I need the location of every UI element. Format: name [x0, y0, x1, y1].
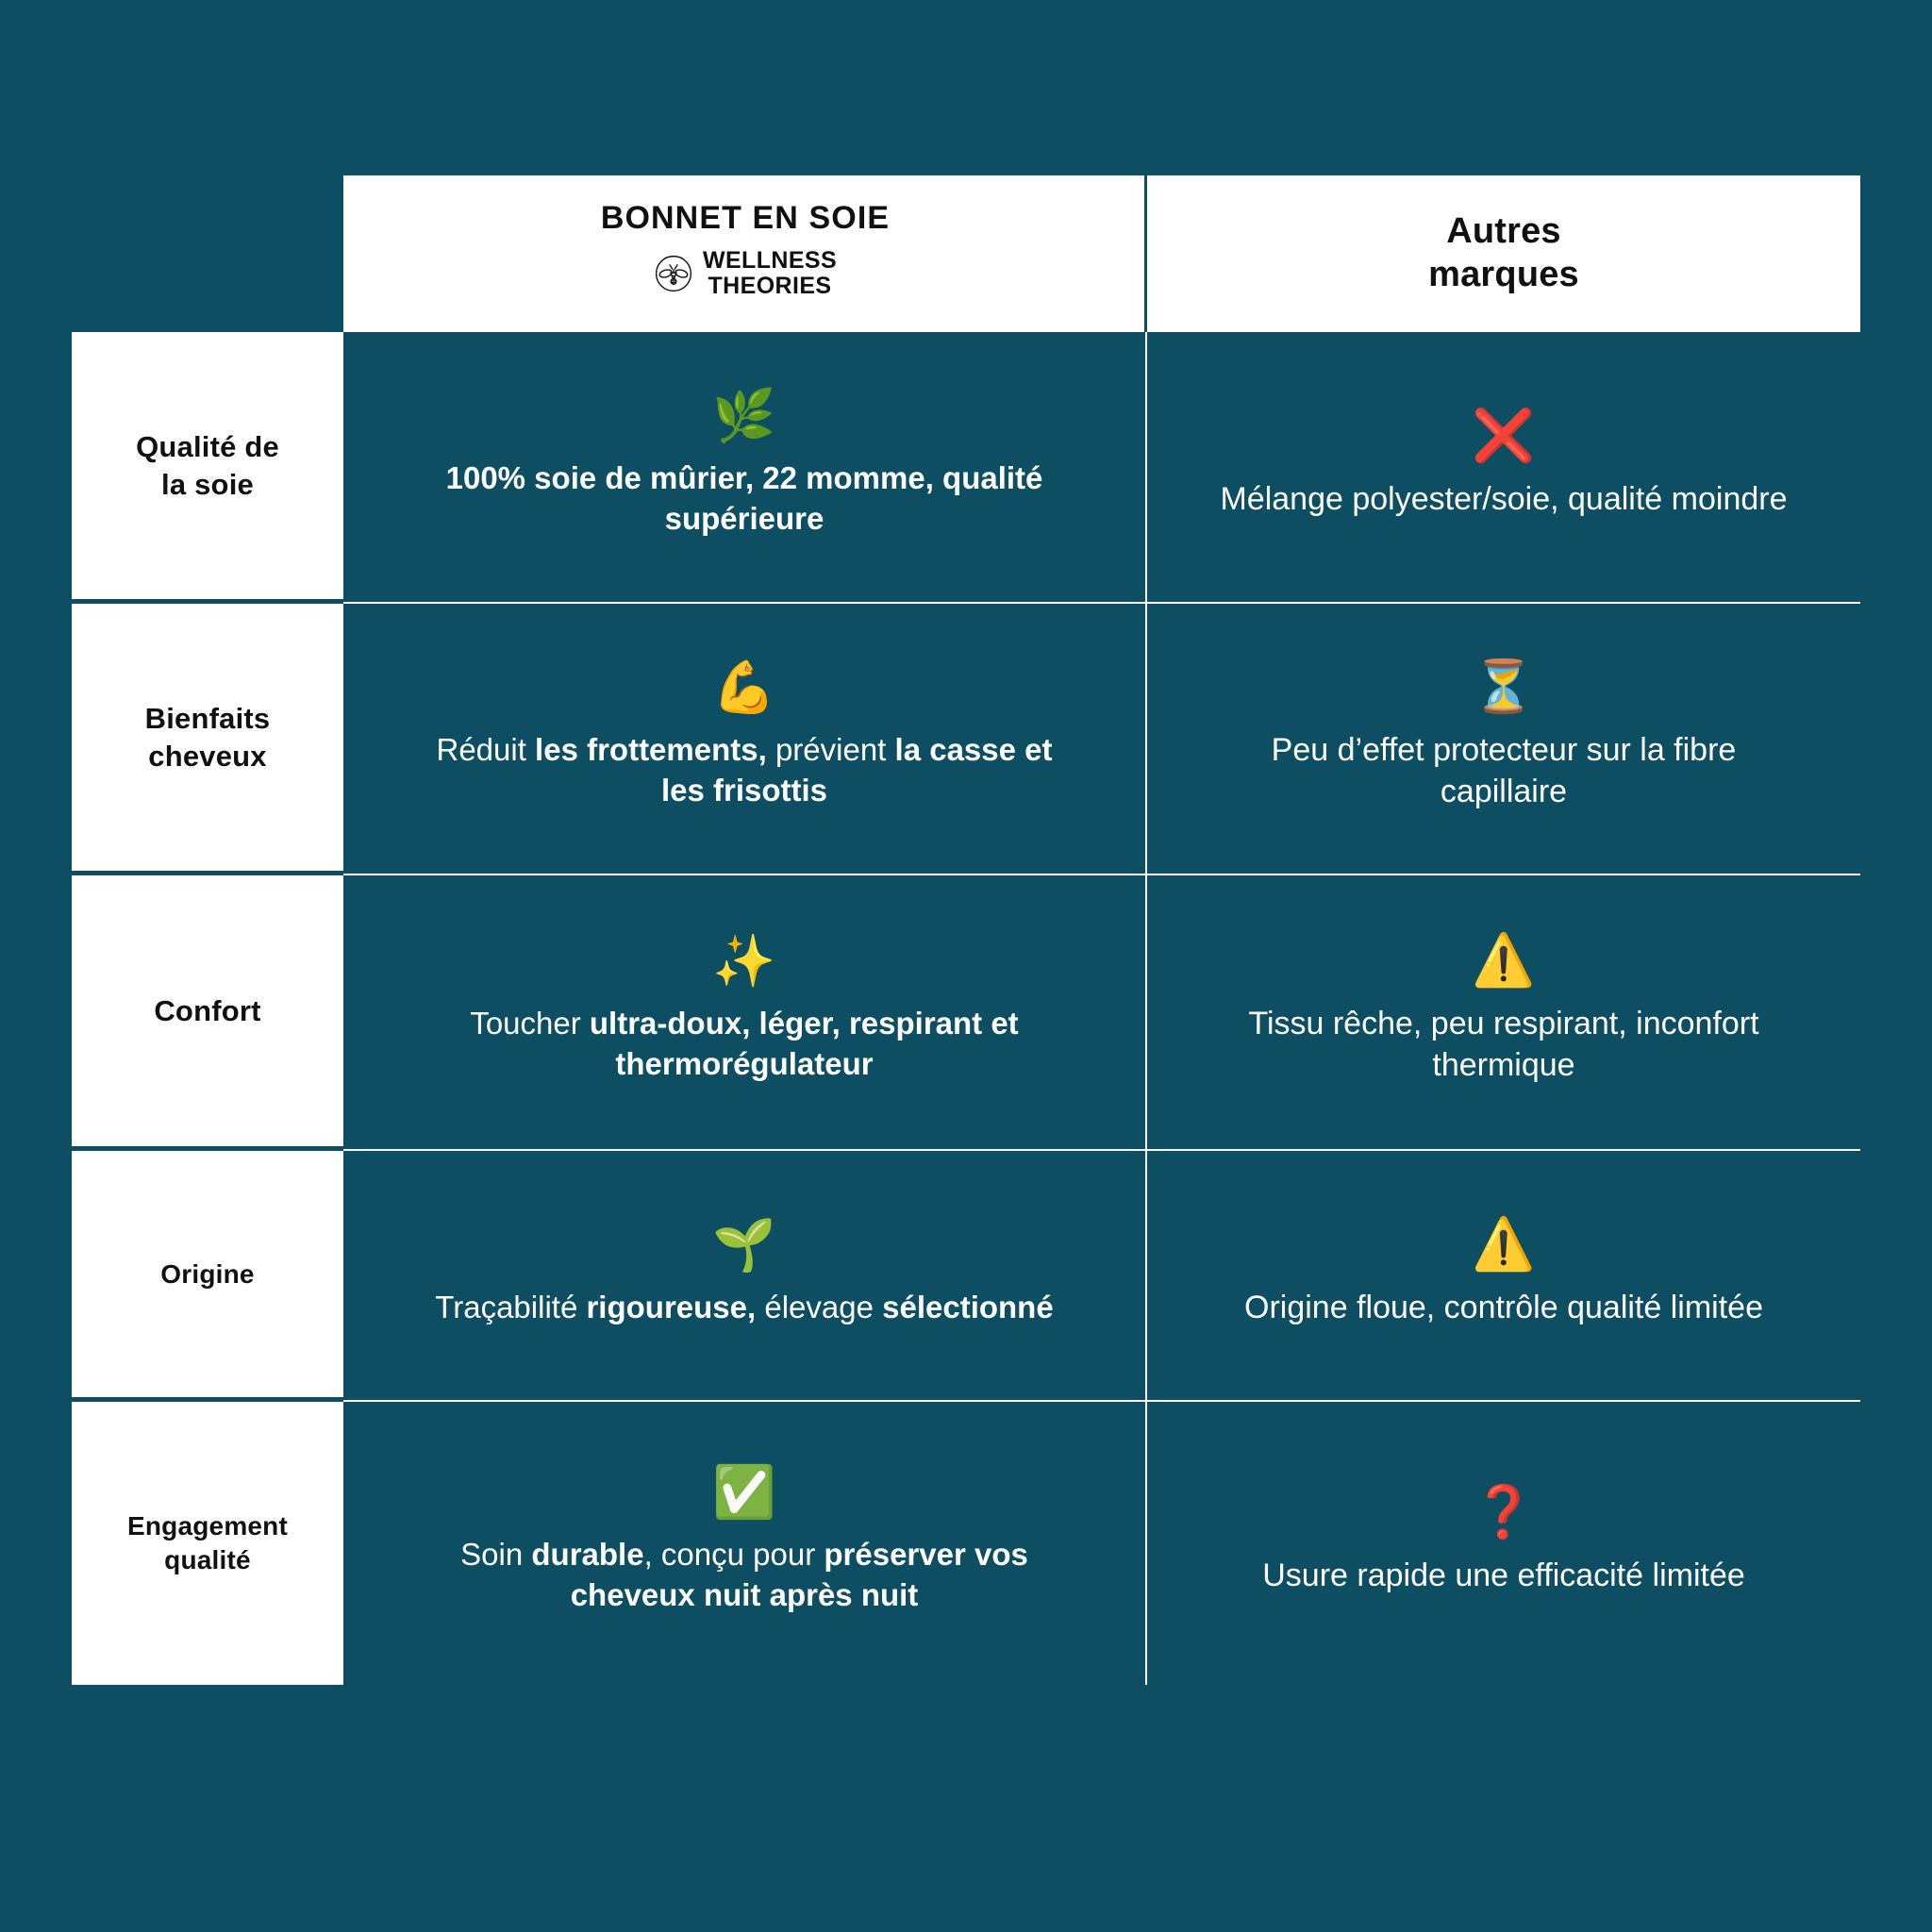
cell-other-text: Origine floue, contrôle qualité limitée [1244, 1289, 1763, 1325]
cell-other-text: Usure rapide une efficacité limitée [1262, 1557, 1745, 1593]
row-label-line1: Qualité de [136, 429, 279, 463]
herb-icon: 🌿 [712, 388, 776, 445]
brand-wordmark: WELLNESS THEORIES [703, 248, 837, 299]
header-other-column: Autres marques [1147, 175, 1860, 332]
header-column-divider [1144, 175, 1148, 332]
cell-other-qualite-de-la-soie: ❌ Mélange polyester/soie, qualité moindr… [1147, 332, 1860, 604]
sparkles-icon: ✨ [712, 933, 776, 991]
cell-other-engagement-qualite: ❓ Usure rapide une efficacité limitée [1147, 1402, 1860, 1685]
comparison-table: BONNET EN SOIE WE [72, 175, 1860, 1707]
row-label-line1: Bienfaits [144, 701, 271, 735]
cell-brand-text: 100% soie de mûrier, 22 momme, qualité s… [445, 460, 1043, 536]
row-label-text: Qualité de la soie [136, 428, 279, 503]
red-cross-icon: ❌ [1472, 407, 1536, 464]
hourglass-icon: ⏳ [1472, 658, 1536, 715]
row-label-engagement-qualite: Engagement qualité [72, 1402, 343, 1685]
seedling-icon: 🌱 [712, 1216, 776, 1274]
row-label-origine: Origine [72, 1151, 343, 1402]
cell-brand-qualite-de-la-soie: 🌿 100% soie de mûrier, 22 momme, qualité… [343, 332, 1147, 604]
header-other-line2: marques [1428, 255, 1579, 294]
flexed-biceps-icon: 💪 [712, 659, 776, 717]
cell-other-origine: ⚠️ Origine floue, contrôle qualité limit… [1147, 1151, 1860, 1402]
brand-wordmark-line2: THEORIES [708, 273, 832, 300]
row-label-confort: Confort [72, 875, 343, 1151]
cell-other-confort: ⚠️ Tissu rêche, peu respirant, inconfort… [1147, 875, 1860, 1151]
red-question-mark-icon: ❓ [1472, 1483, 1536, 1541]
check-mark-button-icon: ✅ [712, 1464, 776, 1522]
brand-logo-lockup: WELLNESS THEORIES [654, 248, 837, 299]
row-label-line2: la soie [161, 467, 254, 501]
row-label-text: Confort [154, 992, 260, 1030]
row-label-line1: Confort [154, 993, 261, 1027]
row-label-qualite-de-la-soie: Qualité de la soie [72, 332, 343, 604]
warning-icon: ⚠️ [1472, 1215, 1536, 1273]
header-corner-spacer [72, 175, 343, 332]
bee-circle-icon [654, 254, 693, 293]
cell-brand-origine: 🌱 Traçabilité rigoureuse, élevage sélect… [343, 1151, 1147, 1402]
row-label-text: Origine [160, 1257, 254, 1291]
cell-brand-bienfaits-cheveux: 💪 Réduit les frottements, prévient la ca… [343, 604, 1147, 875]
header-other-line1: Autres [1446, 211, 1561, 252]
cell-brand-engagement-qualite: ✅ Soin durable, conçu pour préserver vos… [343, 1402, 1147, 1685]
row-label-line1: Engagement [126, 1511, 289, 1541]
warning-icon: ⚠️ [1472, 931, 1536, 989]
header-other-title: Autres marques [1428, 210, 1579, 296]
cell-other-text: Mélange polyester/soie, qualité moindre [1220, 480, 1788, 517]
cell-other-text: Peu d’effet protecteur sur la fibre capi… [1271, 731, 1737, 809]
row-label-bienfaits-cheveux: Bienfaits cheveux [72, 604, 343, 875]
header-brand-column: BONNET EN SOIE WE [343, 175, 1148, 332]
cell-other-text: Tissu rêche, peu respirant, inconfort th… [1248, 1005, 1759, 1083]
row-label-text: Engagement qualité [127, 1509, 288, 1577]
cell-brand-confort: ✨ Toucher ultra-doux, léger, respirant e… [343, 875, 1147, 1151]
cell-brand-text: Réduit les frottements, prévient la cass… [436, 732, 1053, 808]
cell-brand-text: Toucher ultra-doux, léger, respirant et … [470, 1006, 1019, 1081]
brand-wordmark-line1: WELLNESS [702, 247, 838, 275]
cell-brand-text: Traçabilité rigoureuse, élevage sélectio… [435, 1289, 1054, 1324]
row-label-line1: Origine [160, 1258, 255, 1289]
row-label-line2: qualité [164, 1545, 251, 1574]
row-label-text: Bienfaits cheveux [145, 700, 271, 774]
cell-other-bienfaits-cheveux: ⏳ Peu d’effet protecteur sur la fibre ca… [1147, 604, 1860, 875]
row-label-line2: cheveux [148, 739, 267, 773]
brand-title: BONNET EN SOIE [600, 200, 891, 236]
cell-brand-text: Soin durable, conçu pour préserver vos c… [460, 1537, 1028, 1612]
